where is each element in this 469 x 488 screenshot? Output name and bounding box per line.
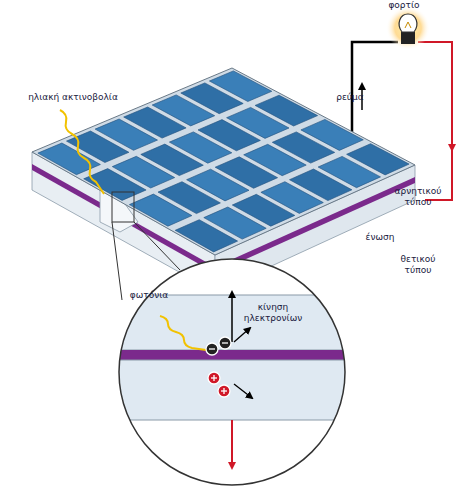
current-label: ρεύμα — [330, 92, 370, 103]
solar-cell — [301, 119, 363, 150]
light-bulb — [386, 6, 430, 50]
solar-cell — [209, 71, 271, 102]
load-label: φορτίο — [384, 0, 424, 11]
junction-label: ένωση — [360, 232, 400, 243]
solar-cell — [347, 144, 410, 175]
photons-label: φωτόνια — [126, 290, 172, 301]
magnifier — [110, 192, 360, 485]
p-type-label: θετικού τύπου — [388, 254, 448, 276]
solar-cell — [255, 95, 318, 126]
radiation-label: ηλιακή ακτινοβολία — [18, 92, 128, 103]
n-type-label: αρνητικού τύπου — [388, 186, 448, 208]
sun-ray — [60, 110, 104, 194]
electron-motion-label: κίνηση ηλεκτρονίων — [240, 302, 306, 324]
